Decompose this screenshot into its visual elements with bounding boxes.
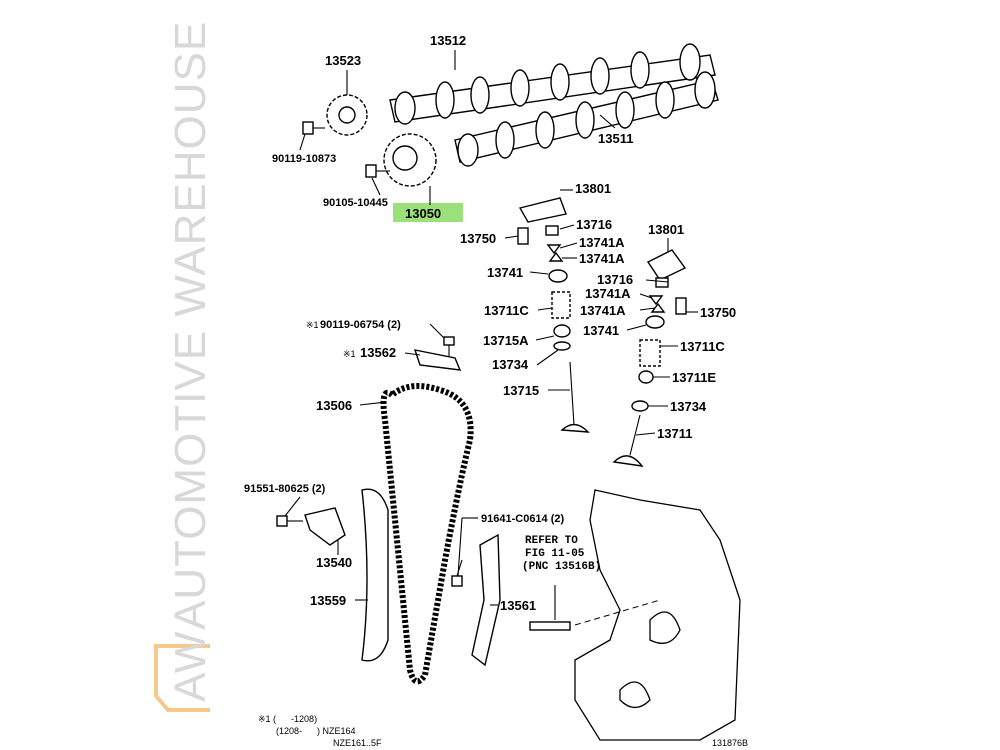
- label-13715a[interactable]: 13715A: [483, 333, 529, 348]
- watermark-text: AUTOMOTIVE WAREHOUSE: [166, 21, 215, 630]
- watermark-logo: AW: [166, 631, 215, 702]
- refer-note-line1: REFER TO: [525, 535, 578, 547]
- leader-lines: [284, 50, 698, 606]
- label-13801[interactable]: 13801: [648, 222, 684, 237]
- footnotes: ※1 ( -1208) (1208- ) NZE164 NZE161..5F: [258, 714, 382, 748]
- part-labels: 13523 13512 13511 90119-10873 90105-1044…: [244, 33, 748, 748]
- label-13716[interactable]: 13716: [576, 217, 612, 232]
- refer-note-line3[interactable]: (PNC 13516B): [522, 561, 601, 573]
- label-13523[interactable]: 13523: [325, 53, 361, 68]
- valve-spring-right: [639, 339, 661, 367]
- label-13801[interactable]: 13801: [575, 181, 611, 196]
- label-13711c[interactable]: 13711C: [680, 339, 725, 354]
- label-90119-10873[interactable]: 90119-10873: [272, 153, 336, 165]
- label-13562[interactable]: 13562: [360, 345, 396, 360]
- cylinder-head-block: [574, 489, 741, 741]
- camshaft-13511: [454, 71, 719, 167]
- chain-guide-13561: [471, 533, 501, 667]
- label-13750[interactable]: 13750: [460, 231, 496, 246]
- vvt-gear-13050: [383, 133, 437, 187]
- valve-spring-left: [551, 291, 571, 319]
- label-13512[interactable]: 13512: [430, 33, 466, 48]
- label-91551-80625[interactable]: 91551-80625 (2): [244, 483, 326, 495]
- watermark-logo-frame: [154, 644, 210, 712]
- label-13561[interactable]: 13561: [500, 598, 536, 613]
- camshaft-13512: [389, 43, 716, 125]
- label-13741[interactable]: 13741: [583, 323, 619, 338]
- label-13741a[interactable]: 13741A: [585, 286, 631, 301]
- valvetrain-parts: [517, 197, 687, 467]
- figure-id: 131876B: [712, 738, 748, 748]
- ref-mark: ※1: [343, 349, 356, 359]
- footnote-line3: NZE161..5F: [333, 738, 382, 748]
- chain-guide-13559: [361, 488, 389, 662]
- sprocket-13523: [326, 94, 368, 136]
- footnote-line2: (1208- ) NZE164: [276, 726, 356, 736]
- label-13715[interactable]: 13715: [503, 383, 539, 398]
- label-13711[interactable]: 13711: [657, 426, 692, 441]
- tensioner-13516b: [529, 585, 661, 631]
- label-13540[interactable]: 13540: [316, 555, 352, 570]
- label-13750[interactable]: 13750: [700, 305, 736, 320]
- label-13050[interactable]: 13050: [405, 206, 441, 221]
- label-90105-10445[interactable]: 90105-10445: [323, 197, 388, 209]
- highlight-13050: [393, 203, 463, 222]
- label-90119-06754[interactable]: 90119-06754 (2): [320, 319, 401, 331]
- label-13741a[interactable]: 13741A: [579, 235, 625, 250]
- label-13559[interactable]: 13559: [310, 593, 346, 608]
- label-13741a[interactable]: 13741A: [579, 251, 625, 266]
- watermark: AW AUTOMOTIVE WAREHOUSE: [154, 21, 215, 712]
- label-13711c[interactable]: 13711C: [484, 303, 529, 318]
- label-13741[interactable]: 13741: [487, 265, 523, 280]
- label-13741a[interactable]: 13741A: [580, 303, 626, 318]
- label-13711e[interactable]: 13711E: [672, 370, 716, 385]
- label-91641-c0614[interactable]: 91641-C0614 (2): [481, 513, 565, 525]
- tensioner-13540: [304, 507, 346, 546]
- footnote-line1: ※1 ( -1208): [258, 714, 317, 724]
- label-13716[interactable]: 13716: [597, 272, 633, 287]
- label-13734[interactable]: 13734: [492, 357, 529, 372]
- plate-13562: [413, 349, 462, 371]
- label-13506[interactable]: 13506: [316, 398, 352, 413]
- timing-chain-13506: [380, 383, 474, 685]
- label-13734[interactable]: 13734: [670, 399, 707, 414]
- label-13511[interactable]: 13511: [598, 131, 633, 146]
- ref-mark: ※1: [306, 320, 319, 330]
- refer-note-line2: FIG 11-05: [525, 548, 585, 560]
